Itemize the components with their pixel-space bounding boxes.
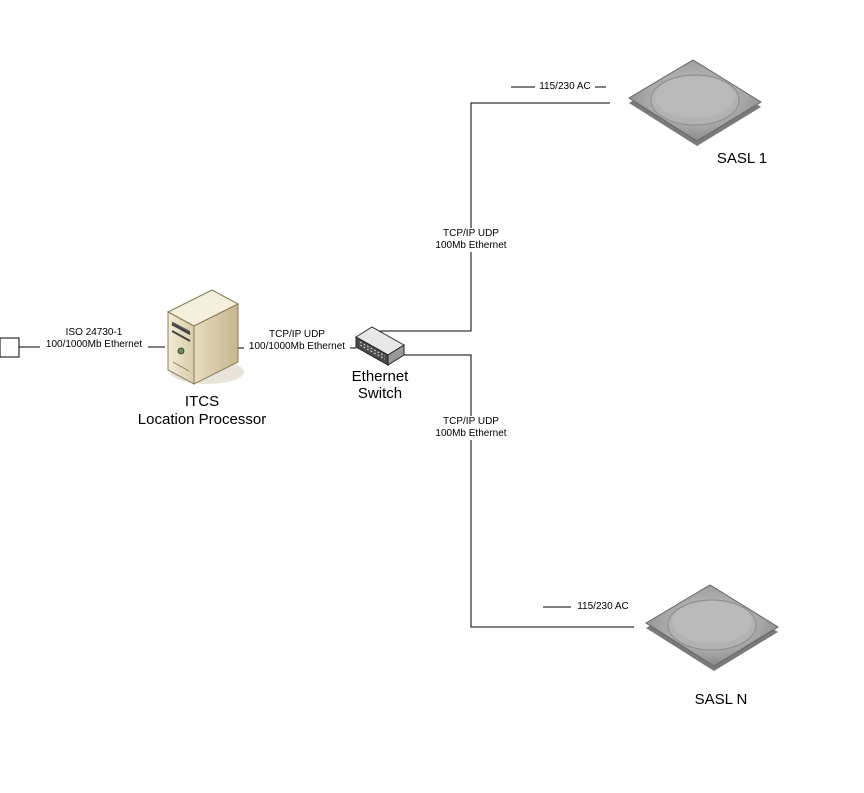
link-top-label: TCP/IP UDP 100Mb Ethernet	[428, 228, 514, 252]
processor-label: ITCS Location Processor	[122, 393, 282, 429]
uplink-label-line2: 100/1000Mb Ethernet	[40, 339, 148, 351]
link-bottom-label: TCP/IP UDP 100Mb Ethernet	[428, 416, 514, 440]
sasl-bottom-pad	[646, 585, 778, 671]
link-bottom-label-line2: 100Mb Ethernet	[428, 428, 514, 440]
server-link-label-line2: 100/1000Mb Ethernet	[244, 341, 350, 353]
uplink-label-line1: ISO 24730-1	[40, 327, 148, 339]
switch-label-line2: Switch	[339, 385, 421, 402]
switch-sasl-bottom-line	[400, 355, 634, 627]
switch-label-line1: Ethernet	[339, 368, 421, 385]
uplink-label: ISO 24730-1 100/1000Mb Ethernet	[40, 327, 148, 351]
sasl-bottom-power-label: 115/230 AC	[571, 601, 635, 613]
link-bottom-label-line1: TCP/IP UDP	[428, 416, 514, 428]
sasl-top-power-label: 115/230 AC	[535, 81, 595, 93]
uplink-terminal	[0, 338, 19, 357]
link-top-label-line2: 100Mb Ethernet	[428, 240, 514, 252]
server-link-label: TCP/IP UDP 100/1000Mb Ethernet	[244, 329, 350, 353]
processor-name: ITCS	[122, 393, 282, 411]
link-top-label-line1: TCP/IP UDP	[428, 228, 514, 240]
switch-label: Ethernet Switch	[339, 368, 421, 402]
ethernet-switch-icon	[356, 327, 404, 365]
sasl-top-name: SASL 1	[700, 150, 784, 167]
server-link-label-line1: TCP/IP UDP	[244, 329, 350, 341]
processor-subtitle: Location Processor	[122, 411, 282, 429]
sasl-bottom-name: SASL N	[679, 691, 763, 708]
server-icon	[168, 290, 244, 384]
switch-sasl-top-line	[380, 103, 610, 331]
sasl-top-pad	[629, 60, 761, 146]
